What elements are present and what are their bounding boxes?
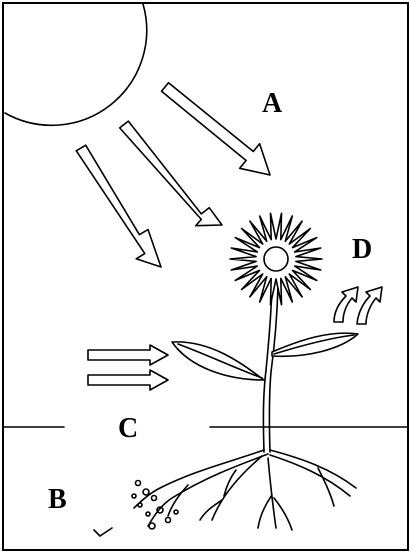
- root-branch-2: [318, 468, 334, 506]
- wind-arrow-1: [88, 345, 168, 365]
- gas-arrow-2: [357, 287, 382, 324]
- sunlight-arrow-2: [120, 121, 222, 226]
- soil-particle: [138, 503, 142, 507]
- plant: [172, 213, 358, 452]
- diagram-border: [3, 3, 408, 550]
- sunlight-arrow-1: [162, 83, 271, 175]
- flower-center: [264, 247, 288, 271]
- sunlight-arrow-3: [76, 145, 161, 267]
- label-c: C: [118, 413, 138, 444]
- soil-particle: [132, 494, 136, 498]
- soil-particle: [152, 496, 157, 501]
- label-b: B: [48, 484, 67, 515]
- root-center-left: [200, 456, 262, 520]
- soil-particle: [174, 510, 178, 514]
- flower: [230, 213, 322, 304]
- soil-particle: [149, 523, 155, 529]
- soil-mark: [94, 528, 112, 536]
- root-main-left: [134, 450, 264, 508]
- root-main-right: [270, 450, 356, 488]
- label-d: D: [352, 234, 372, 265]
- soil-particle: [146, 512, 150, 516]
- soil-particle: [166, 518, 171, 523]
- sun: [5, 4, 147, 125]
- root-main-left-2: [148, 454, 268, 526]
- soil-particle: [136, 481, 141, 486]
- soil-particles: [94, 481, 178, 537]
- soil-particle: [143, 489, 149, 495]
- wind-arrow-2: [88, 370, 168, 390]
- gas-arrows: [334, 287, 382, 324]
- gas-arrow-1: [334, 287, 358, 322]
- label-a: A: [262, 88, 283, 119]
- root-center: [258, 458, 292, 530]
- wind-arrows: [88, 345, 168, 390]
